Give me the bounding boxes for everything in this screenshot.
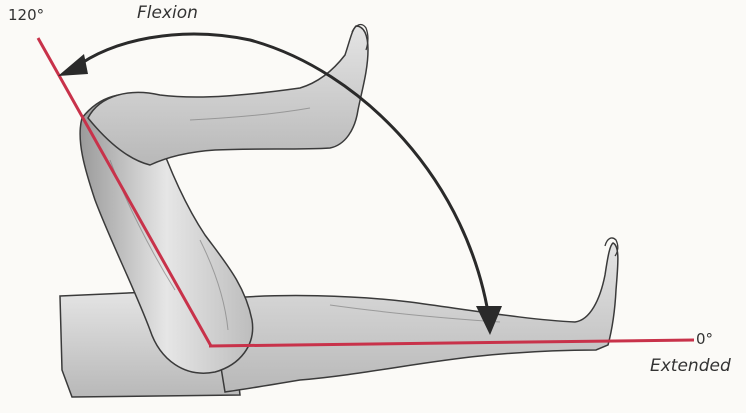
flexion-label: Flexion: [137, 3, 198, 23]
angle-0-label: 0°: [696, 330, 713, 348]
extended-leg: [210, 243, 618, 392]
flexed-shin: [88, 26, 368, 165]
angle-120-label: 120°: [8, 6, 44, 24]
extended-label: Extended: [650, 356, 731, 376]
arrowhead-left: [58, 54, 88, 76]
